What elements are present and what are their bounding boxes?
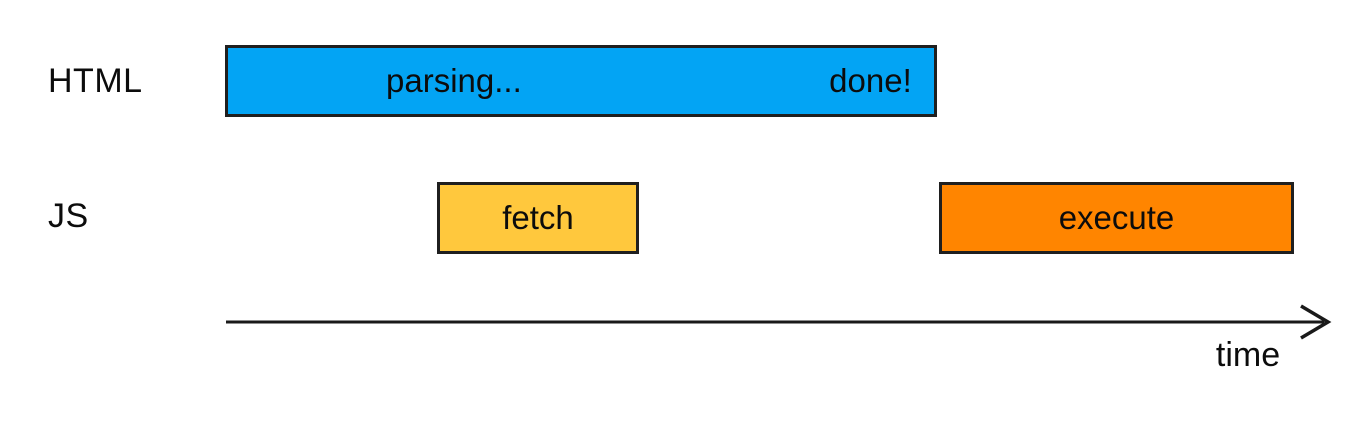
row-label-html: HTML [48,62,143,100]
arrowhead-icon [1300,304,1332,340]
parsing-label: parsing... [386,62,522,99]
time-axis-label: time [1215,336,1281,374]
js-fetch-bar: fetch [437,182,639,254]
fetch-label: fetch [502,199,574,236]
row-label-js: JS [48,197,89,235]
execute-label: execute [1058,199,1175,236]
js-execute-bar: execute [939,182,1294,254]
html-parsing-bar: parsing... done! [225,45,937,117]
done-label: done! [829,62,912,99]
